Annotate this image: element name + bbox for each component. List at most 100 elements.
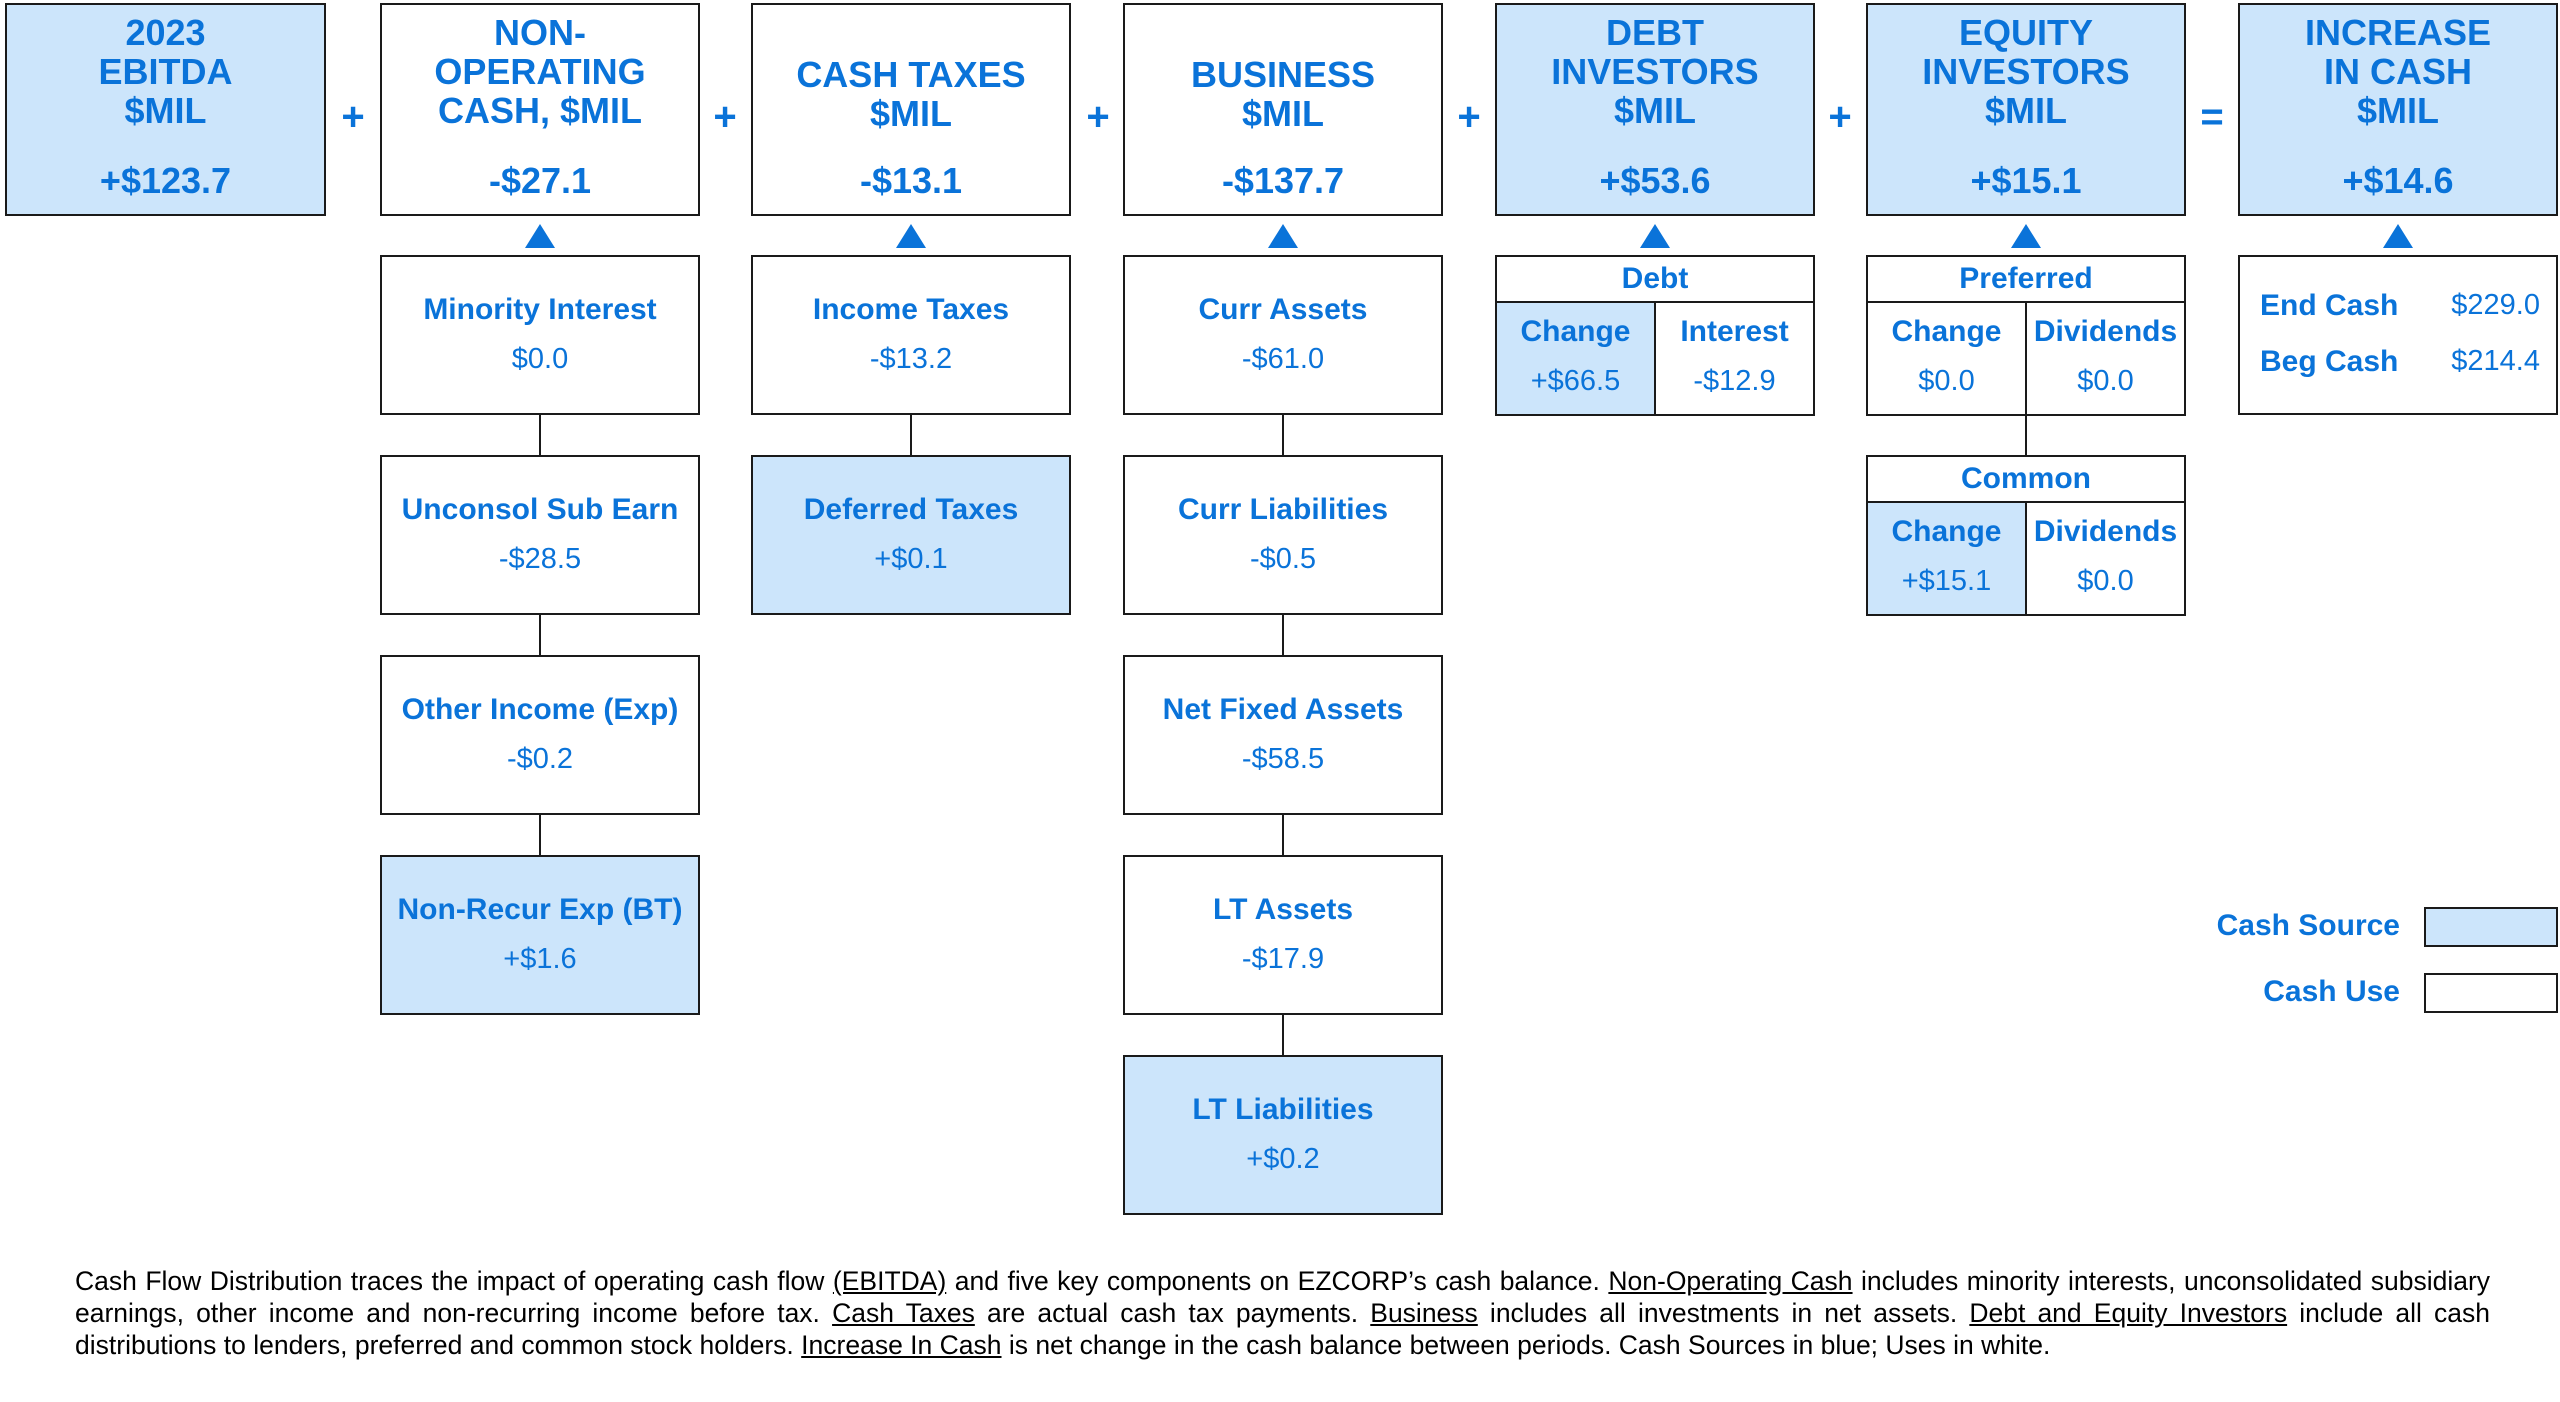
debt-change-label: Change [1520,315,1631,348]
deferred-taxes-value: +$0.1 [874,543,948,575]
connector-line [539,415,541,455]
up-arrow-icon [525,224,555,248]
end-cash-label: End Cash [2260,289,2399,322]
other-income-label: Other Income (Exp) [401,693,679,726]
plus-operator: + [1828,95,1852,139]
non-recur-exp-label: Non-Recur Exp (BT) [397,893,683,926]
common-change-cell: Change +$15.1 [1866,501,2027,616]
equity-investors-value: +$15.1 [1970,160,2082,201]
curr-assets-box: Curr Assets -$61.0 [1123,255,1443,415]
equals-operator: = [2200,95,2224,139]
debt-interest-cell: Interest -$12.9 [1654,301,1815,416]
cash-taxes-value: -$13.1 [859,160,963,201]
deferred-taxes-box: Deferred Taxes +$0.1 [751,455,1071,615]
lt-assets-value: -$17.9 [1241,943,1325,975]
net-fixed-assets-label: Net Fixed Assets [1162,693,1404,726]
common-dividends-cell: Dividends $0.0 [2025,501,2186,616]
end-cash-value: $229.0 [2451,289,2540,321]
curr-liabilities-value: -$0.5 [1249,543,1317,575]
up-arrow-icon [2383,224,2413,248]
non-operating-value: -$27.1 [488,160,592,201]
minority-interest-value: $0.0 [511,343,569,375]
ebitda-value: +$123.7 [99,160,232,201]
minority-interest-label: Minority Interest [423,293,657,326]
beg-cash-label: Beg Cash [2260,345,2399,378]
curr-liabilities-label: Curr Liabilities [1177,493,1389,526]
net-fixed-assets-box: Net Fixed Assets -$58.5 [1123,655,1443,815]
unconsol-sub-earn-value: -$28.5 [498,543,582,575]
common-dividends-value: $0.0 [2077,565,2134,597]
business-box: BUSINESS$MIL -$137.7 [1123,3,1443,216]
curr-assets-label: Curr Assets [1198,293,1368,326]
preferred-change-value: $0.0 [1918,365,1975,397]
common-change-value: +$15.1 [1901,565,1992,597]
legend-use-swatch [2424,973,2558,1013]
curr-liabilities-box: Curr Liabilities -$0.5 [1123,455,1443,615]
caption-text: Cash Flow Distribution traces the impact… [75,1266,2491,1360]
debt-change-cell: Change +$66.5 [1495,301,1656,416]
preferred-dividends-value: $0.0 [2077,365,2134,397]
lt-liabilities-box: LT Liabilities +$0.2 [1123,1055,1443,1215]
common-title: Common [1866,455,2186,503]
lt-assets-label: LT Assets [1212,893,1354,926]
lt-liabilities-label: LT Liabilities [1192,1093,1374,1126]
connector-line [2025,416,2027,455]
connector-line [1282,815,1284,855]
legend-use-label: Cash Use [2263,975,2400,1008]
lt-assets-box: LT Assets -$17.9 [1123,855,1443,1015]
other-income-box: Other Income (Exp) -$0.2 [380,655,700,815]
plus-operator: + [1457,95,1481,139]
business-title: BUSINESS$MIL [1190,54,1376,134]
income-taxes-label: Income Taxes [812,293,1010,326]
cash-balance-box: End Cash $229.0 Beg Cash $214.4 [2238,255,2558,415]
non-recur-exp-value: +$1.6 [503,943,577,975]
debt-title: Debt [1495,255,1815,303]
debt-investors-value: +$53.6 [1599,160,1711,201]
lt-liabilities-value: +$0.2 [1246,1143,1320,1175]
increase-in-cash-value: +$14.6 [2342,160,2454,201]
unconsol-sub-earn-box: Unconsol Sub Earn -$28.5 [380,455,700,615]
common-change-label: Change [1891,515,2002,548]
plus-operator: + [341,95,365,139]
debt-interest-value: -$12.9 [1693,365,1776,397]
legend-source-label: Cash Source [2216,909,2400,942]
common-dividends-label: Dividends [2033,515,2178,548]
income-taxes-box: Income Taxes -$13.2 [751,255,1071,415]
curr-assets-value: -$61.0 [1241,343,1325,375]
connector-line [910,415,912,455]
non-recur-exp-box: Non-Recur Exp (BT) +$1.6 [380,855,700,1015]
deferred-taxes-label: Deferred Taxes [803,493,1019,526]
connector-line [539,615,541,655]
up-arrow-icon [2011,224,2041,248]
debt-change-value: +$66.5 [1530,365,1621,397]
up-arrow-icon [1268,224,1298,248]
preferred-dividends-label: Dividends [2033,315,2178,348]
preferred-change-cell: Change $0.0 [1866,301,2027,416]
cash-taxes-title: CASH TAXES$MIL [796,54,1026,134]
connector-line [539,815,541,855]
plus-operator: + [1086,95,1110,139]
business-value: -$137.7 [1221,160,1345,201]
other-income-value: -$0.2 [506,743,574,775]
minority-interest-box: Minority Interest $0.0 [380,255,700,415]
net-fixed-assets-value: -$58.5 [1241,743,1325,775]
cash-taxes-box: CASH TAXES$MIL -$13.1 [751,3,1071,216]
preferred-title: Preferred [1866,255,2186,303]
connector-line [1282,615,1284,655]
unconsol-sub-earn-label: Unconsol Sub Earn [401,493,679,526]
income-taxes-value: -$13.2 [869,343,953,375]
plus-operator: + [713,95,737,139]
connector-line [1282,1015,1284,1055]
preferred-change-label: Change [1891,315,2002,348]
up-arrow-icon [896,224,926,248]
